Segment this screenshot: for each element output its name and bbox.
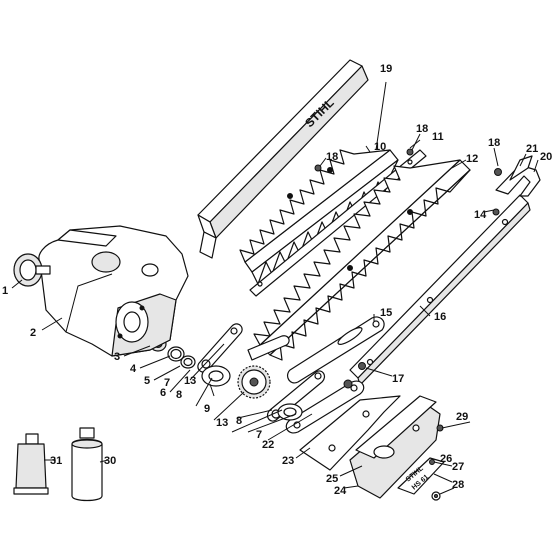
callout-5: 5 — [144, 375, 150, 387]
starter-cap — [13, 253, 51, 287]
callout-7a: 7 — [164, 377, 170, 389]
callout-25: 25 — [326, 473, 338, 485]
callout-22: 22 — [262, 439, 274, 451]
callout-4: 4 — [130, 363, 137, 375]
callout-14: 14 — [474, 209, 487, 221]
callout-8a: 8 — [176, 389, 182, 401]
cutter-guard: STIHL — [197, 59, 369, 259]
inner-cover-plate — [299, 395, 401, 471]
callout-2: 2 — [30, 327, 36, 339]
callout-12: 12 — [466, 153, 478, 165]
gear-link — [247, 335, 290, 361]
leader-lines — [11, 81, 539, 495]
callout-24: 24 — [334, 485, 347, 497]
callout-31: 31 — [50, 455, 62, 467]
fasteners — [314, 148, 502, 501]
callout-16: 16 — [434, 311, 446, 323]
grease-tube — [13, 433, 49, 495]
callout-30: 30 — [104, 455, 116, 467]
link-plate — [286, 316, 385, 384]
gear-cover — [349, 395, 441, 499]
callout-23: 23 — [282, 455, 294, 467]
callout-18b: 18 — [416, 123, 428, 135]
gear-housing — [38, 225, 189, 357]
callout-17: 17 — [392, 373, 404, 385]
callout-13a: 13 — [184, 375, 196, 387]
callout-18c: 18 — [488, 137, 500, 149]
callout-28: 28 — [452, 479, 464, 491]
callout-1: 1 — [2, 285, 8, 297]
callout-7b: 7 — [256, 429, 262, 441]
callout-10: 10 — [374, 141, 386, 153]
callout-26: 26 — [440, 453, 452, 465]
callout-labels: 1 2 3 4 5 6 7 7 8 8 9 10 11 12 13 13 14 … — [2, 63, 552, 497]
grease-bottle — [71, 427, 103, 502]
end-bracket — [495, 155, 541, 197]
support-rail — [349, 194, 531, 386]
upper-spacer-strip — [249, 149, 427, 297]
callout-8b: 8 — [236, 415, 242, 427]
connecting-plate — [285, 380, 365, 434]
callout-18a: 18 — [326, 151, 338, 163]
callout-9: 9 — [204, 403, 210, 415]
callout-20: 20 — [540, 151, 552, 163]
callout-27: 27 — [452, 461, 464, 473]
callout-3: 3 — [114, 351, 120, 363]
callout-15: 15 — [380, 307, 392, 319]
callout-13b: 13 — [216, 417, 228, 429]
callout-6: 6 — [160, 387, 166, 399]
callout-29: 29 — [456, 411, 468, 423]
callout-11: 11 — [432, 131, 444, 143]
callout-21: 21 — [526, 143, 538, 155]
eccentric-disc-lower — [277, 403, 303, 421]
spur-gear — [237, 365, 271, 399]
upper-cutter-blade — [239, 149, 399, 285]
callout-19: 19 — [380, 63, 392, 75]
eccentric-disc — [201, 365, 231, 387]
